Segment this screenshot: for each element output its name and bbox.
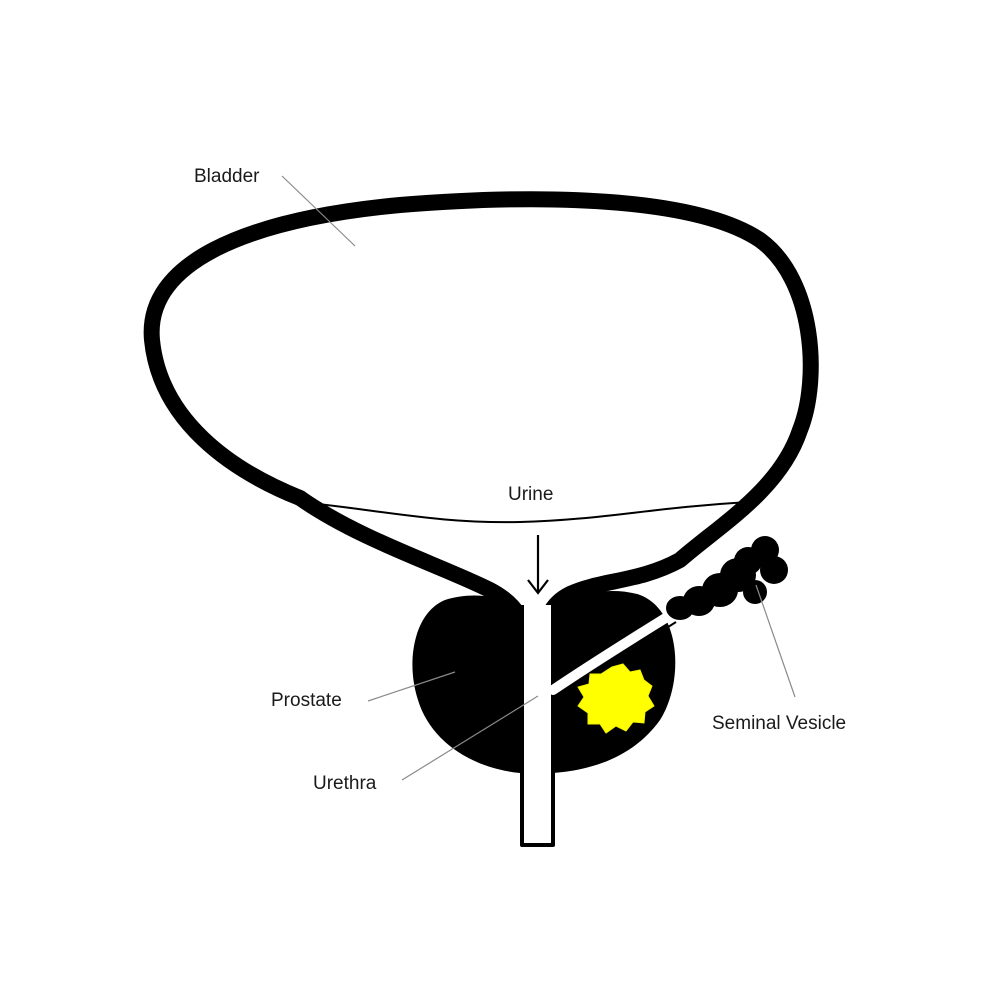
label-bladder: Bladder <box>194 166 260 187</box>
urine-level-line <box>299 501 749 524</box>
tumor-yellow-blob <box>577 663 655 734</box>
urethra-leader-line <box>401 695 539 781</box>
seminal-vesicle-cluster <box>666 536 788 620</box>
label-urethra: Urethra <box>313 773 377 794</box>
label-prostate: Prostate <box>271 690 342 711</box>
label-seminal-vesicle: Seminal Vesicle <box>712 713 846 734</box>
ejaculatory-duct <box>548 609 677 695</box>
bladder-wall <box>143 191 819 648</box>
bladder-leader-line <box>281 175 356 247</box>
label-urine: Urine <box>508 484 553 505</box>
urethra-tube <box>520 605 555 847</box>
seminal-vesicle-leader-line <box>755 584 796 698</box>
prostate-leader-line <box>367 671 456 702</box>
prostate-left-lobe <box>412 595 520 773</box>
urine-flow-arrow-head <box>527 579 549 595</box>
ejaculatory-duct-outline <box>552 621 677 701</box>
